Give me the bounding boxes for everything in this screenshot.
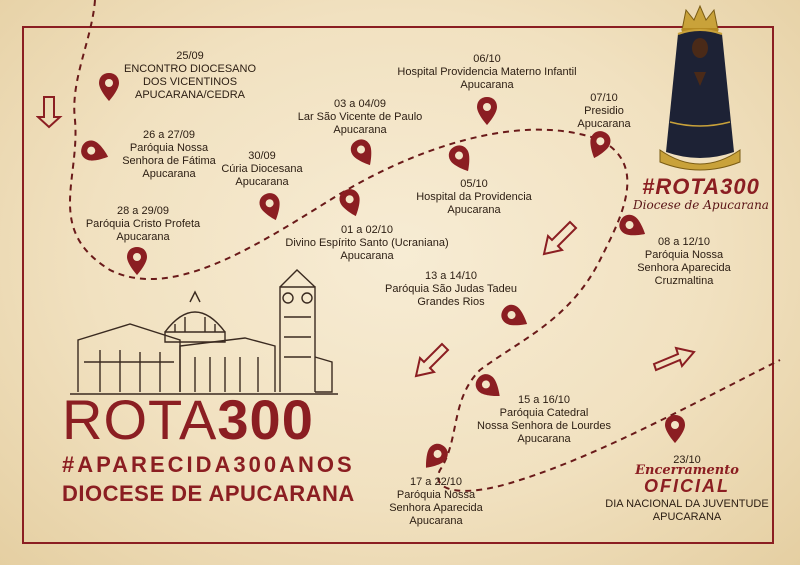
stop-espirito: 01 a 02/10 Divino Espírito Santo (Ucrani…	[272, 224, 462, 263]
stop-date: 05/10	[460, 178, 488, 190]
stop-line: Hospital Providencia Materno Infantil	[397, 66, 577, 78]
location-pin-icon	[259, 193, 280, 221]
brand-title-word: ROTA	[62, 388, 218, 451]
rota300-logo: #ROTA300 Diocese de Apucarana	[630, 174, 772, 213]
stop-line: Paróquia Catedral	[499, 407, 589, 419]
stop-line: Cruzmaltina	[654, 275, 714, 287]
arrow-down-left-icon	[36, 96, 63, 129]
stop-line: Presidio	[584, 105, 624, 117]
stop-date: 03 a 04/09	[334, 98, 386, 110]
stop-date: 07/10	[590, 92, 618, 104]
stop-catedral: 15 a 16/10 Paróquia Catedral Nossa Senho…	[464, 394, 624, 446]
stop-line: Paróquia Cristo Profeta	[85, 218, 201, 230]
stop-date: 26 a 27/09	[143, 129, 195, 141]
stop-aparecida-apu: 17 a 22/10 Paróquia Nossa Senhora Aparec…	[376, 476, 496, 528]
location-pin-icon	[350, 139, 372, 166]
map-frame	[22, 26, 774, 544]
location-pin-icon	[477, 97, 497, 125]
stop-line: Apucarana	[235, 176, 289, 188]
stop-presidio: 07/10 Presidio Apucarana	[566, 92, 642, 131]
stop-line: ENCONTRO DIOCESANO	[123, 63, 256, 75]
stop-line: Paróquia Nossa	[129, 142, 209, 154]
church-illustration	[70, 269, 338, 395]
stop-date: 23/10	[673, 454, 701, 466]
stop-line: Senhora de Fátima	[122, 155, 216, 167]
stop-line: APUCARANA/CEDRA	[134, 89, 246, 101]
encerramento-oficial: Encerramento OFICIAL	[622, 464, 752, 495]
stop-date: 17 a 22/10	[410, 476, 462, 488]
stop-cruzmaltina: 08 a 12/10 Paróquia Nossa Senhora Aparec…	[624, 236, 744, 288]
logo-title: #ROTA300	[642, 174, 760, 199]
arrow-down-left-icon	[542, 220, 578, 256]
stop-line: Apucarana	[409, 515, 463, 527]
brand-hashtag: #APARECIDA300ANOS	[62, 452, 355, 477]
stop-vicentinos: 25/09 ENCONTRO DIOCESANO DOS VICENTINOS …	[120, 50, 260, 102]
stop-line: Grandes Rios	[417, 296, 485, 308]
location-pin-icon	[501, 304, 528, 326]
stop-juventude-details: DIA NACIONAL DA JUVENTUDE APUCARANA	[592, 498, 782, 524]
location-pin-icon	[619, 214, 646, 236]
stop-line: Paróquia Nossa	[644, 249, 724, 261]
stop-date: 13 a 14/10	[425, 270, 477, 282]
stop-line: Nossa Senhora de Lourdes	[477, 420, 611, 432]
stop-date: 25/09	[176, 50, 204, 62]
stop-hospital-prov: 05/10 Hospital da Providencia Apucarana	[404, 178, 544, 217]
stop-line: Cúria Diocesana	[221, 163, 303, 175]
location-pin-icon	[665, 415, 685, 443]
stop-juventude: 23/10	[594, 454, 780, 467]
stop-date: 15 a 16/10	[518, 394, 570, 406]
arrow-down-left-icon	[414, 342, 450, 378]
stop-line: Senhora Aparecida	[389, 502, 483, 514]
stop-line: Apucarana	[447, 204, 501, 216]
stop-hospital-materno: 06/10 Hospital Providencia Materno Infan…	[382, 53, 592, 92]
logo-subtitle: Diocese de Apucarana	[633, 198, 769, 212]
stop-line: Apucarana	[460, 79, 514, 91]
stop-curia: 30/09 Cúria Diocesana Apucarana	[212, 150, 312, 189]
stop-line: Divino Espírito Santo (Ucraniana)	[285, 237, 449, 249]
stop-line: Lar São Vicente de Paulo	[297, 111, 423, 123]
arrow-right-icon	[652, 346, 696, 372]
stop-line: Apucarana	[142, 168, 196, 180]
stop-line: Apucarana	[577, 118, 631, 130]
stop-fatima: 26 a 27/09 Paróquia Nossa Senhora de Fát…	[114, 129, 224, 181]
stop-date: 01 a 02/10	[341, 224, 393, 236]
stop-line: Apucarana	[333, 124, 387, 136]
location-pin-icon	[81, 140, 109, 161]
stop-line: Paróquia Nossa	[396, 489, 476, 501]
brand-diocese: DIOCESE DE APUCARANA	[62, 481, 355, 506]
stop-line: Apucarana	[340, 250, 394, 262]
stop-cristo: 28 a 29/09 Paróquia Cristo Profeta Apuca…	[78, 205, 208, 244]
location-pin-icon	[590, 131, 611, 159]
route-line	[69, 0, 781, 492]
location-pin-icon	[448, 145, 470, 172]
location-pin-icon	[475, 374, 500, 397]
location-pin-icon	[425, 443, 448, 468]
stop-date: 30/09	[248, 150, 276, 162]
stop-date: 08 a 12/10	[658, 236, 710, 248]
stop-line: DOS VICENTINOS	[142, 76, 238, 88]
stop-line: DIA NACIONAL DA JUVENTUDE	[605, 498, 769, 510]
brand-title-number: 300	[217, 388, 314, 451]
oficial-label: OFICIAL	[644, 476, 730, 496]
stop-date: 06/10	[473, 53, 501, 65]
location-pin-icon	[127, 247, 147, 275]
stop-line: Apucarana	[116, 231, 170, 243]
stop-line: Apucarana	[517, 433, 571, 445]
location-pin-icon	[339, 189, 360, 217]
stop-line: Senhora Aparecida	[637, 262, 731, 274]
stop-lar: 03 a 04/09 Lar São Vicente de Paulo Apuc…	[290, 98, 430, 137]
encerramento-label: Encerramento	[635, 463, 739, 478]
stop-judas: 13 a 14/10 Paróquia São Judas Tadeu Gran…	[366, 270, 536, 309]
our-lady-aparecida-image	[659, 4, 741, 171]
stop-line: APUCARANA	[652, 511, 722, 523]
brand-title: ROTA300	[62, 392, 314, 448]
stop-line: Hospital da Providencia	[416, 191, 532, 203]
stop-date: 28 a 29/09	[117, 205, 169, 217]
location-pin-icon	[99, 73, 119, 101]
stop-line: Paróquia São Judas Tadeu	[385, 283, 517, 295]
